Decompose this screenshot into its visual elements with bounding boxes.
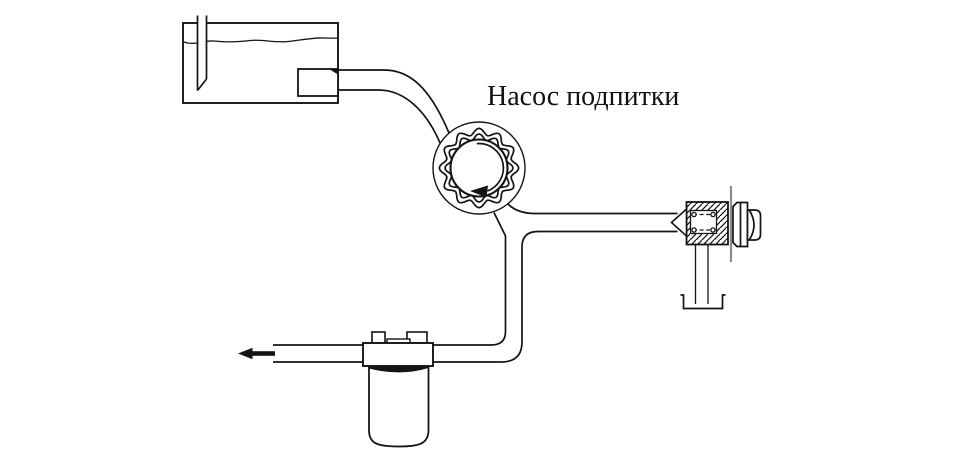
suction-pipe: [338, 69, 450, 145]
pressure-pipe: [433, 202, 678, 363]
pump-inner-rotor-profile: [444, 133, 514, 203]
return-pipe: [196, 15, 208, 92]
hex-nut: [732, 201, 762, 248]
filter-outlet-pipe: [273, 344, 370, 363]
filter: [238, 331, 434, 448]
makeup-pump: [432, 121, 526, 215]
pump-rotation-arrow-icon: [470, 142, 505, 198]
valve-spring-chamber: [689, 209, 718, 235]
filter-canister-shade: [369, 366, 429, 373]
valve-seal-rings: [691, 211, 716, 233]
port-corner-shade: [329, 69, 338, 75]
suction-outlet-port: [297, 68, 339, 97]
fluid-level-wave-line: [183, 37, 338, 45]
pump-outer-rotor-profile: [438, 127, 520, 209]
drain-container: [680, 294, 726, 310]
pump-rotor-bore-circle: [449, 138, 509, 198]
filter-top-port-left: [371, 331, 386, 344]
flow-direction-arrow-icon: [238, 347, 275, 360]
drain-pipe: [694, 244, 709, 304]
return-pipe-mask: [197, 15, 207, 91]
pump-label: Насос подпитки: [487, 81, 679, 112]
valve-poppet-cone: [670, 207, 688, 238]
reservoir-tank: [182, 15, 339, 104]
relief-valve: [670, 186, 762, 310]
filter-canister: [368, 365, 430, 448]
filter-head: [362, 342, 434, 367]
